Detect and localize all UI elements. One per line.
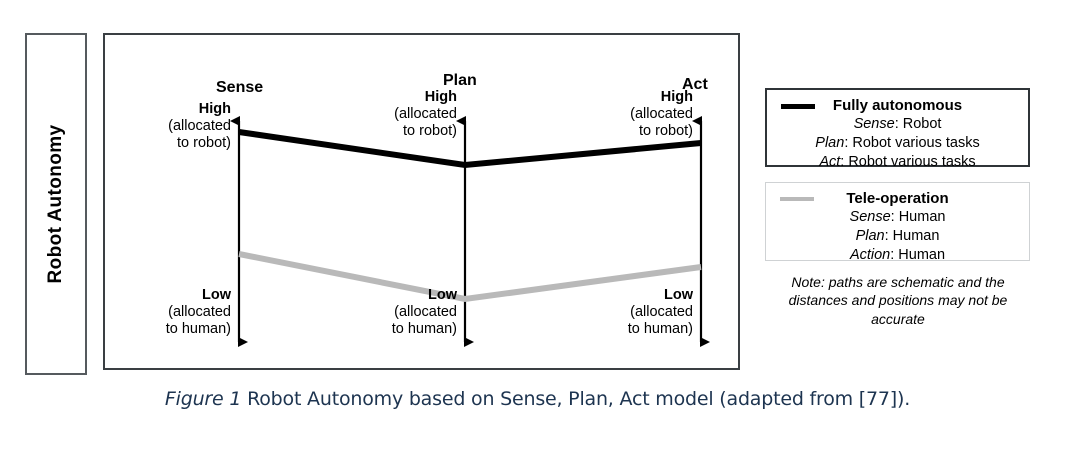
legend-autonomous-row-plan: Plan: Robot various tasks xyxy=(775,134,1020,153)
axis-high-label-act: High (allocated to robot) xyxy=(630,89,693,139)
axis-low-label-plan: Low (allocated to human) xyxy=(391,287,457,337)
legend-note-line-1: Note: paths are schematic and the xyxy=(791,274,1005,290)
legend-autonomous-row-sense: Sense: Robot xyxy=(775,115,1020,134)
legend-tele-operation: Tele-operation Sense: Human Plan: Human … xyxy=(765,182,1030,263)
tele-operation-path xyxy=(238,251,702,303)
legend-note-line-3: accurate xyxy=(871,310,925,327)
legend-tele-value-sense: : Human xyxy=(890,209,946,225)
figure-caption-label: Figure 1 xyxy=(164,388,242,410)
legend-term-act: Act xyxy=(819,153,841,170)
legend-tele-row-action: Action: Human xyxy=(774,246,1021,265)
legend-tele-row-plan: Plan: Human xyxy=(774,227,1021,246)
robot-autonomy-axis-label: Robot Autonomy xyxy=(45,124,66,284)
legend-autonomous-row-act: Act: Robot various tasks xyxy=(775,153,1020,172)
legend-line-swatch-gray-icon xyxy=(780,197,814,201)
legend-tele-term-action: Action xyxy=(849,246,891,263)
legend-tele-value-plan: : Human xyxy=(884,227,940,244)
legend-term-sense: Sense xyxy=(853,116,895,132)
axis-high-label-plan: High (allocated to robot) xyxy=(394,89,457,139)
legend-autonomous-header: Fully autonomous xyxy=(775,96,1020,115)
legend-note: Note: paths are schematic and the distan… xyxy=(762,273,1034,328)
legend-note-line-2: distances and positions may not be xyxy=(788,292,1008,309)
legend-tele-term-sense: Sense xyxy=(849,209,891,225)
legend-tele-title: Tele-operation xyxy=(846,190,949,207)
legend-autonomous-title: Fully autonomous xyxy=(832,97,963,114)
legend-tele-header: Tele-operation xyxy=(774,189,1021,208)
legend-fully-autonomous: Fully autonomous Sense: Robot Plan: Robo… xyxy=(765,88,1030,170)
legend-value-sense: : Robot xyxy=(894,116,942,132)
legend-value-act: : Robot various tasks xyxy=(840,153,976,170)
figure-caption: Figure 1 Robot Autonomy based on Sense, … xyxy=(0,388,1075,410)
axis-name-sense: Sense xyxy=(216,79,264,96)
axis-low-label-act: Low (allocated to human) xyxy=(627,287,693,337)
axis-low-label-sense: Low (allocated to human) xyxy=(165,287,231,337)
figure-caption-text: Robot Autonomy based on Sense, Plan, Act… xyxy=(241,388,911,410)
legend-value-plan: : Robot various tasks xyxy=(844,134,980,151)
legend-tele-value-action: : Human xyxy=(890,246,946,263)
diagram-panel: Sense High (allocated to robot) Low (all… xyxy=(103,33,740,370)
legend-term-plan: Plan xyxy=(815,134,845,151)
axis-high-label-sense: High (allocated to robot) xyxy=(168,101,231,151)
robot-autonomy-axis-box: Robot Autonomy xyxy=(25,33,87,375)
fully-autonomous-path xyxy=(238,129,702,169)
legend-tele-row-sense: Sense: Human xyxy=(774,208,1021,227)
legend-tele-term-plan: Plan xyxy=(855,227,885,244)
legend-line-swatch-black-icon xyxy=(781,104,815,109)
axis-name-act: Act xyxy=(682,76,708,93)
axis-name-plan: Plan xyxy=(443,72,477,89)
autonomy-plot-svg xyxy=(230,116,710,347)
